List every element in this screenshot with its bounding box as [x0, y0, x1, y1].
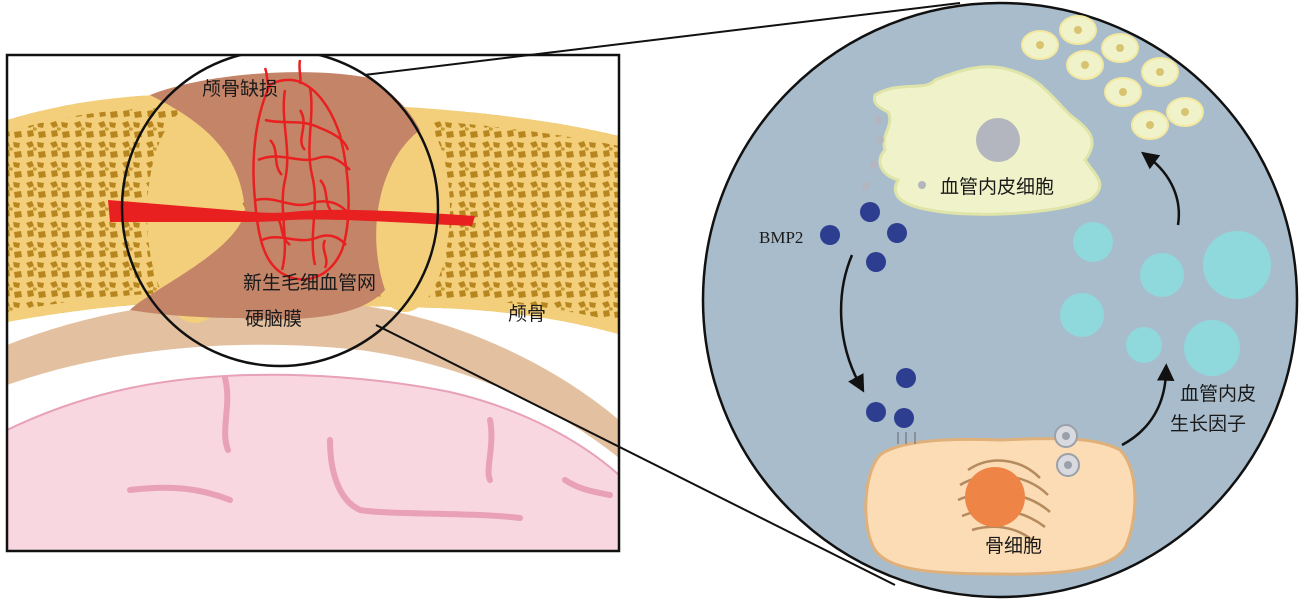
curved-arrow-up-icon [1121, 363, 1175, 447]
label-dura-mater: 硬脑膜 [245, 308, 302, 330]
label-osteocyte: 骨细胞 [985, 535, 1042, 557]
capillary-network [252, 59, 351, 281]
dura-mater [7, 298, 619, 458]
curved-arrow-up-icon [1141, 151, 1181, 226]
label-vegf-line2: 生长因子 [1170, 413, 1246, 435]
label-skull: 颅骨 [508, 303, 546, 325]
zoom-line-top [363, 2, 961, 76]
curved-arrow-down-icon [839, 254, 865, 393]
label-bmp2: BMP2 [759, 228, 803, 247]
endothelial-nucleus [976, 118, 1020, 162]
brain-gyri [127, 375, 613, 521]
brain [7, 373, 619, 551]
label-capillary-network: 新生毛细血管网 [243, 272, 376, 294]
osteocyte-nucleus [965, 467, 1025, 527]
main-blood-vessel [108, 200, 475, 226]
skull-cross-section-panel: 颅骨缺损 新生毛细血管网 硬脑膜 颅骨 [7, 55, 619, 551]
label-vegf-line1: 血管内皮 [1180, 383, 1256, 405]
label-skull-defect: 颅骨缺损 [202, 78, 278, 100]
magnified-view: 血管内皮细胞 BMP2 血管内皮 生长因子 骨细胞 [701, 1, 1299, 599]
magnifier-circle [120, 55, 440, 368]
left-panel-frame [5, 53, 621, 553]
receptor-stubs [897, 432, 916, 444]
cell-vesicles [862, 116, 926, 190]
zoom-line-bottom [375, 324, 896, 586]
bmp2-dots [820, 202, 916, 428]
vegf-dots [1060, 222, 1271, 376]
label-endothelial-cell: 血管内皮细胞 [940, 176, 1054, 198]
skull-defect-tissue [130, 72, 420, 320]
